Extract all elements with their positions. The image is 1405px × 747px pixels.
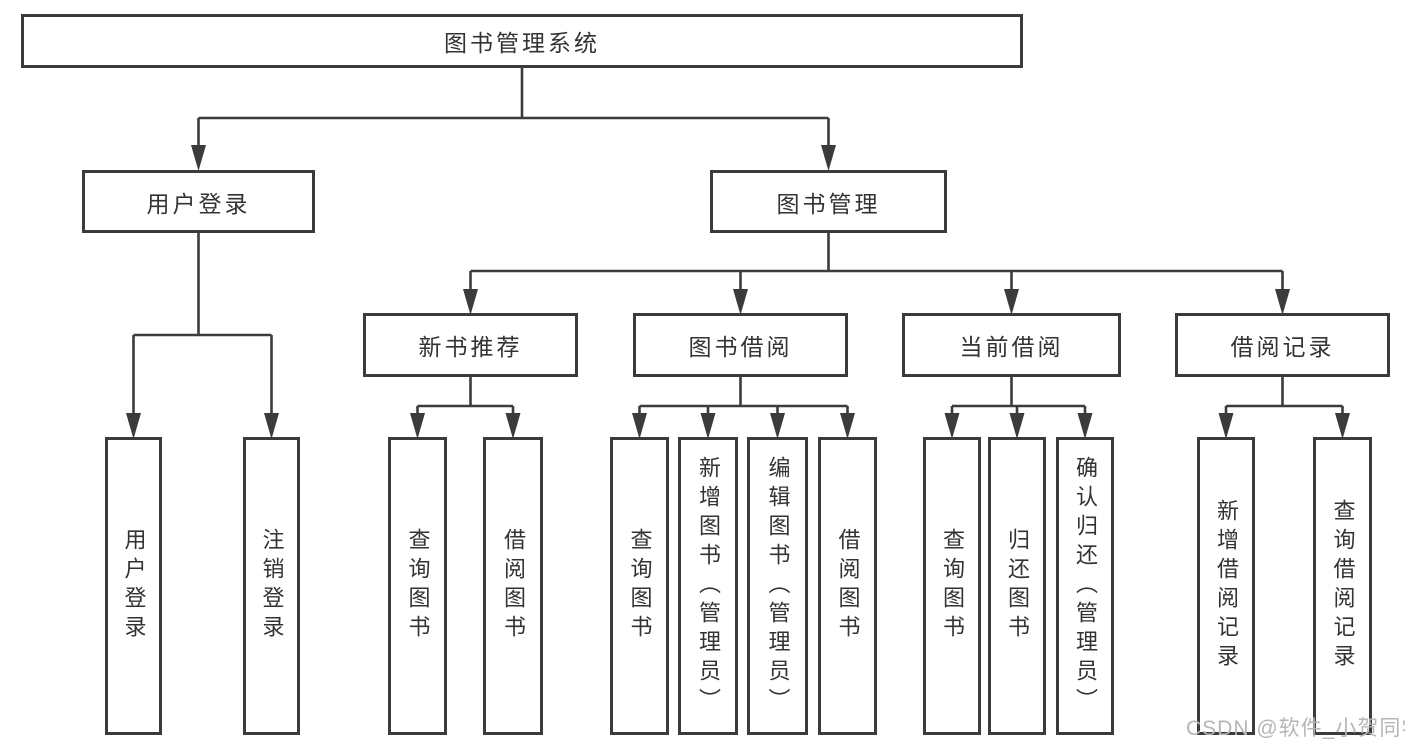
arrow-down-icon (944, 413, 960, 439)
leaf-add-borrow-record: 新增借阅记录 (1197, 437, 1255, 735)
leaf-edit-book-admin-label: 编辑图书（管理员） (765, 455, 791, 717)
arrow-down-icon (821, 145, 836, 171)
node-book-borrow: 图书借阅 (633, 313, 848, 377)
arrow-down-icon (191, 145, 206, 171)
arrow-down-icon (840, 413, 855, 439)
leaf-add-borrow-record-label: 新增借阅记录 (1214, 499, 1239, 673)
leaf-query-borrow-record-label: 查询借阅记录 (1330, 499, 1356, 673)
node-borrow-records-label: 借阅记录 (1230, 334, 1335, 360)
arrow-down-icon (126, 413, 141, 439)
arrow-down-icon (1004, 289, 1019, 315)
leaf-add-book-admin: 新增图书（管理员） (678, 437, 738, 735)
node-new-book-recommend: 新书推荐 (363, 313, 578, 377)
arrow-down-icon (264, 413, 279, 439)
leaf-return-book: 归还图书 (988, 437, 1046, 735)
connector-borrow-record-children (1224, 377, 1344, 420)
node-user-login-label: 用户登录 (146, 190, 251, 217)
node-book-management-label: 图书管理 (776, 190, 881, 217)
leaf-query-books-current-label: 查询图书 (940, 528, 965, 644)
leaf-query-borrow-record: 查询借阅记录 (1313, 437, 1372, 735)
node-current-borrow-label: 当前借阅 (959, 334, 1064, 360)
connector-user-login-children (132, 233, 273, 420)
arrow-down-icon (1077, 413, 1093, 439)
arrow-down-icon (700, 413, 716, 439)
arrow-down-icon (1009, 413, 1025, 439)
arrow-down-icon (770, 413, 785, 439)
connector-root-to-level2 (197, 68, 830, 152)
arrow-down-icon (733, 289, 748, 315)
leaf-user-login-label: 用户登录 (121, 528, 147, 644)
leaf-query-books-recommend: 查询图书 (388, 437, 447, 735)
node-root-label: 图书管理系统 (444, 30, 600, 56)
arrow-down-icon (410, 413, 425, 439)
arrow-down-icon (1275, 289, 1290, 315)
leaf-user-login: 用户登录 (105, 437, 162, 735)
connector-book-borrow-children (638, 377, 849, 420)
leaf-confirm-return-admin: 确认归还（管理员） (1056, 437, 1114, 735)
node-user-login: 用户登录 (82, 170, 315, 233)
leaf-logout-label: 注销登录 (259, 528, 285, 644)
leaf-confirm-return-admin-label: 确认归还（管理员） (1073, 455, 1098, 717)
leaf-query-books-recommend-label: 查询图书 (405, 528, 431, 644)
node-borrow-records: 借阅记录 (1175, 313, 1390, 377)
leaf-borrow-books-recommend-label: 借阅图书 (501, 528, 526, 644)
node-root: 图书管理系统 (21, 14, 1023, 68)
node-current-borrow: 当前借阅 (902, 313, 1121, 377)
node-new-book-recommend-label: 新书推荐 (418, 334, 523, 360)
arrowheads (126, 145, 1350, 439)
arrow-down-icon (463, 289, 478, 315)
connector-new-book-children (416, 377, 515, 420)
node-book-management: 图书管理 (710, 170, 947, 233)
leaf-borrow-books-label: 借阅图书 (835, 528, 861, 644)
arrow-down-icon (1218, 413, 1234, 439)
leaf-query-books-current: 查询图书 (923, 437, 981, 735)
leaf-query-books-borrow-label: 查询图书 (627, 528, 653, 644)
leaf-query-books-borrow: 查询图书 (610, 437, 669, 735)
csdn-watermark: CSDN @软件_小贺同学 (1186, 717, 1405, 740)
node-book-borrow-label: 图书借阅 (688, 334, 793, 360)
leaf-edit-book-admin: 编辑图书（管理员） (747, 437, 808, 735)
connector-book-mgmt-children (469, 233, 1284, 297)
leaf-logout: 注销登录 (243, 437, 300, 735)
arrow-down-icon (1335, 413, 1350, 439)
leaf-return-book-label: 归还图书 (1005, 528, 1030, 644)
arrow-down-icon (632, 413, 647, 439)
leaf-borrow-books-recommend: 借阅图书 (483, 437, 543, 735)
leaf-borrow-books: 借阅图书 (818, 437, 877, 735)
arrow-down-icon (505, 413, 521, 439)
leaf-add-book-admin-label: 新增图书（管理员） (696, 455, 721, 717)
